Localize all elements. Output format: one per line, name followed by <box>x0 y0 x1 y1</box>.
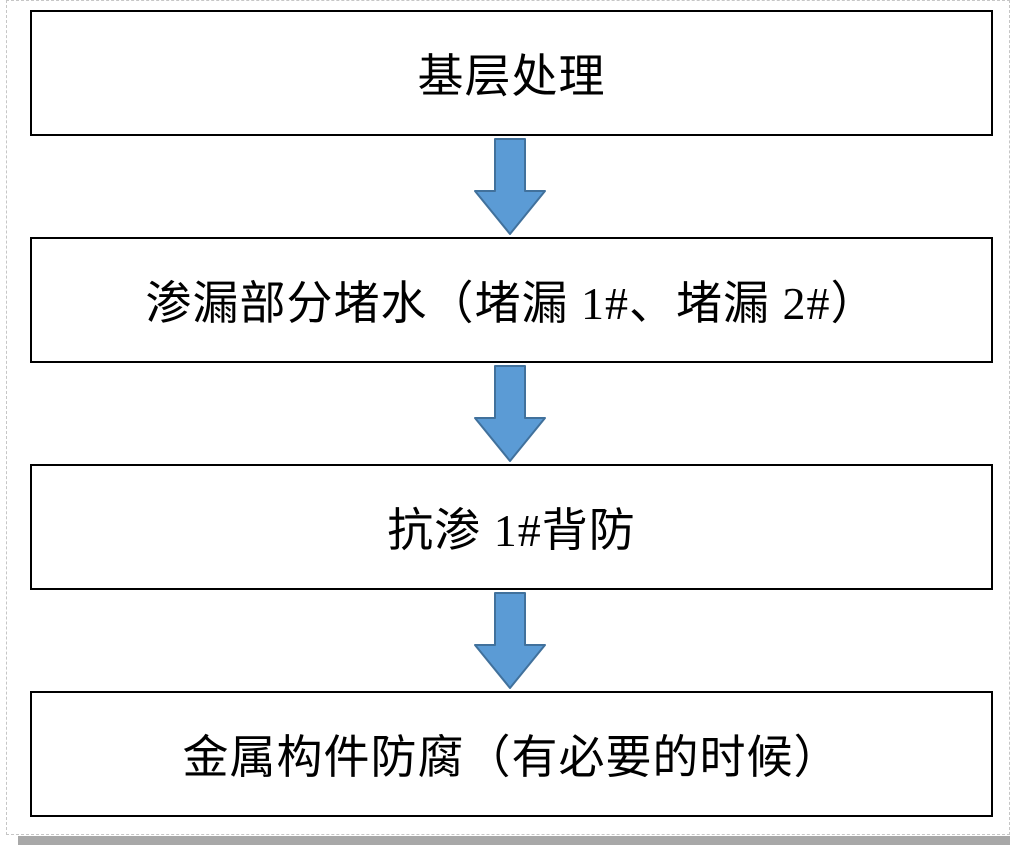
down-arrow-icon <box>474 138 546 235</box>
flowchart: 基层处理 渗漏部分堵水（堵漏 1#、堵漏 2#） 抗渗 1#背防 金属构件防腐（… <box>0 10 1024 817</box>
flow-step-box-1: 基层处理 <box>30 10 993 136</box>
flow-step-label-3: 抗渗 1#背防 <box>387 505 636 556</box>
down-arrow-shape <box>474 138 546 235</box>
bottom-edge-bar <box>18 836 1010 845</box>
arrow-wrap-2 <box>0 363 1024 464</box>
flow-step-box-2: 渗漏部分堵水（堵漏 1#、堵漏 2#） <box>30 237 993 363</box>
flow-step-label-4: 金属构件防腐（有必要的时候） <box>182 732 841 783</box>
down-arrow-icon <box>474 592 546 689</box>
flow-step-label-2: 渗漏部分堵水（堵漏 1#、堵漏 2#） <box>145 278 878 329</box>
flow-step-box-4: 金属构件防腐（有必要的时候） <box>30 691 993 817</box>
flow-step-label-1: 基层处理 <box>417 51 606 102</box>
down-arrow-shape <box>474 592 546 689</box>
arrow-wrap-3 <box>0 590 1024 691</box>
down-arrow-shape <box>474 365 546 462</box>
down-arrow-icon <box>474 365 546 462</box>
flow-step-box-3: 抗渗 1#背防 <box>30 464 993 590</box>
arrow-wrap-1 <box>0 136 1024 237</box>
